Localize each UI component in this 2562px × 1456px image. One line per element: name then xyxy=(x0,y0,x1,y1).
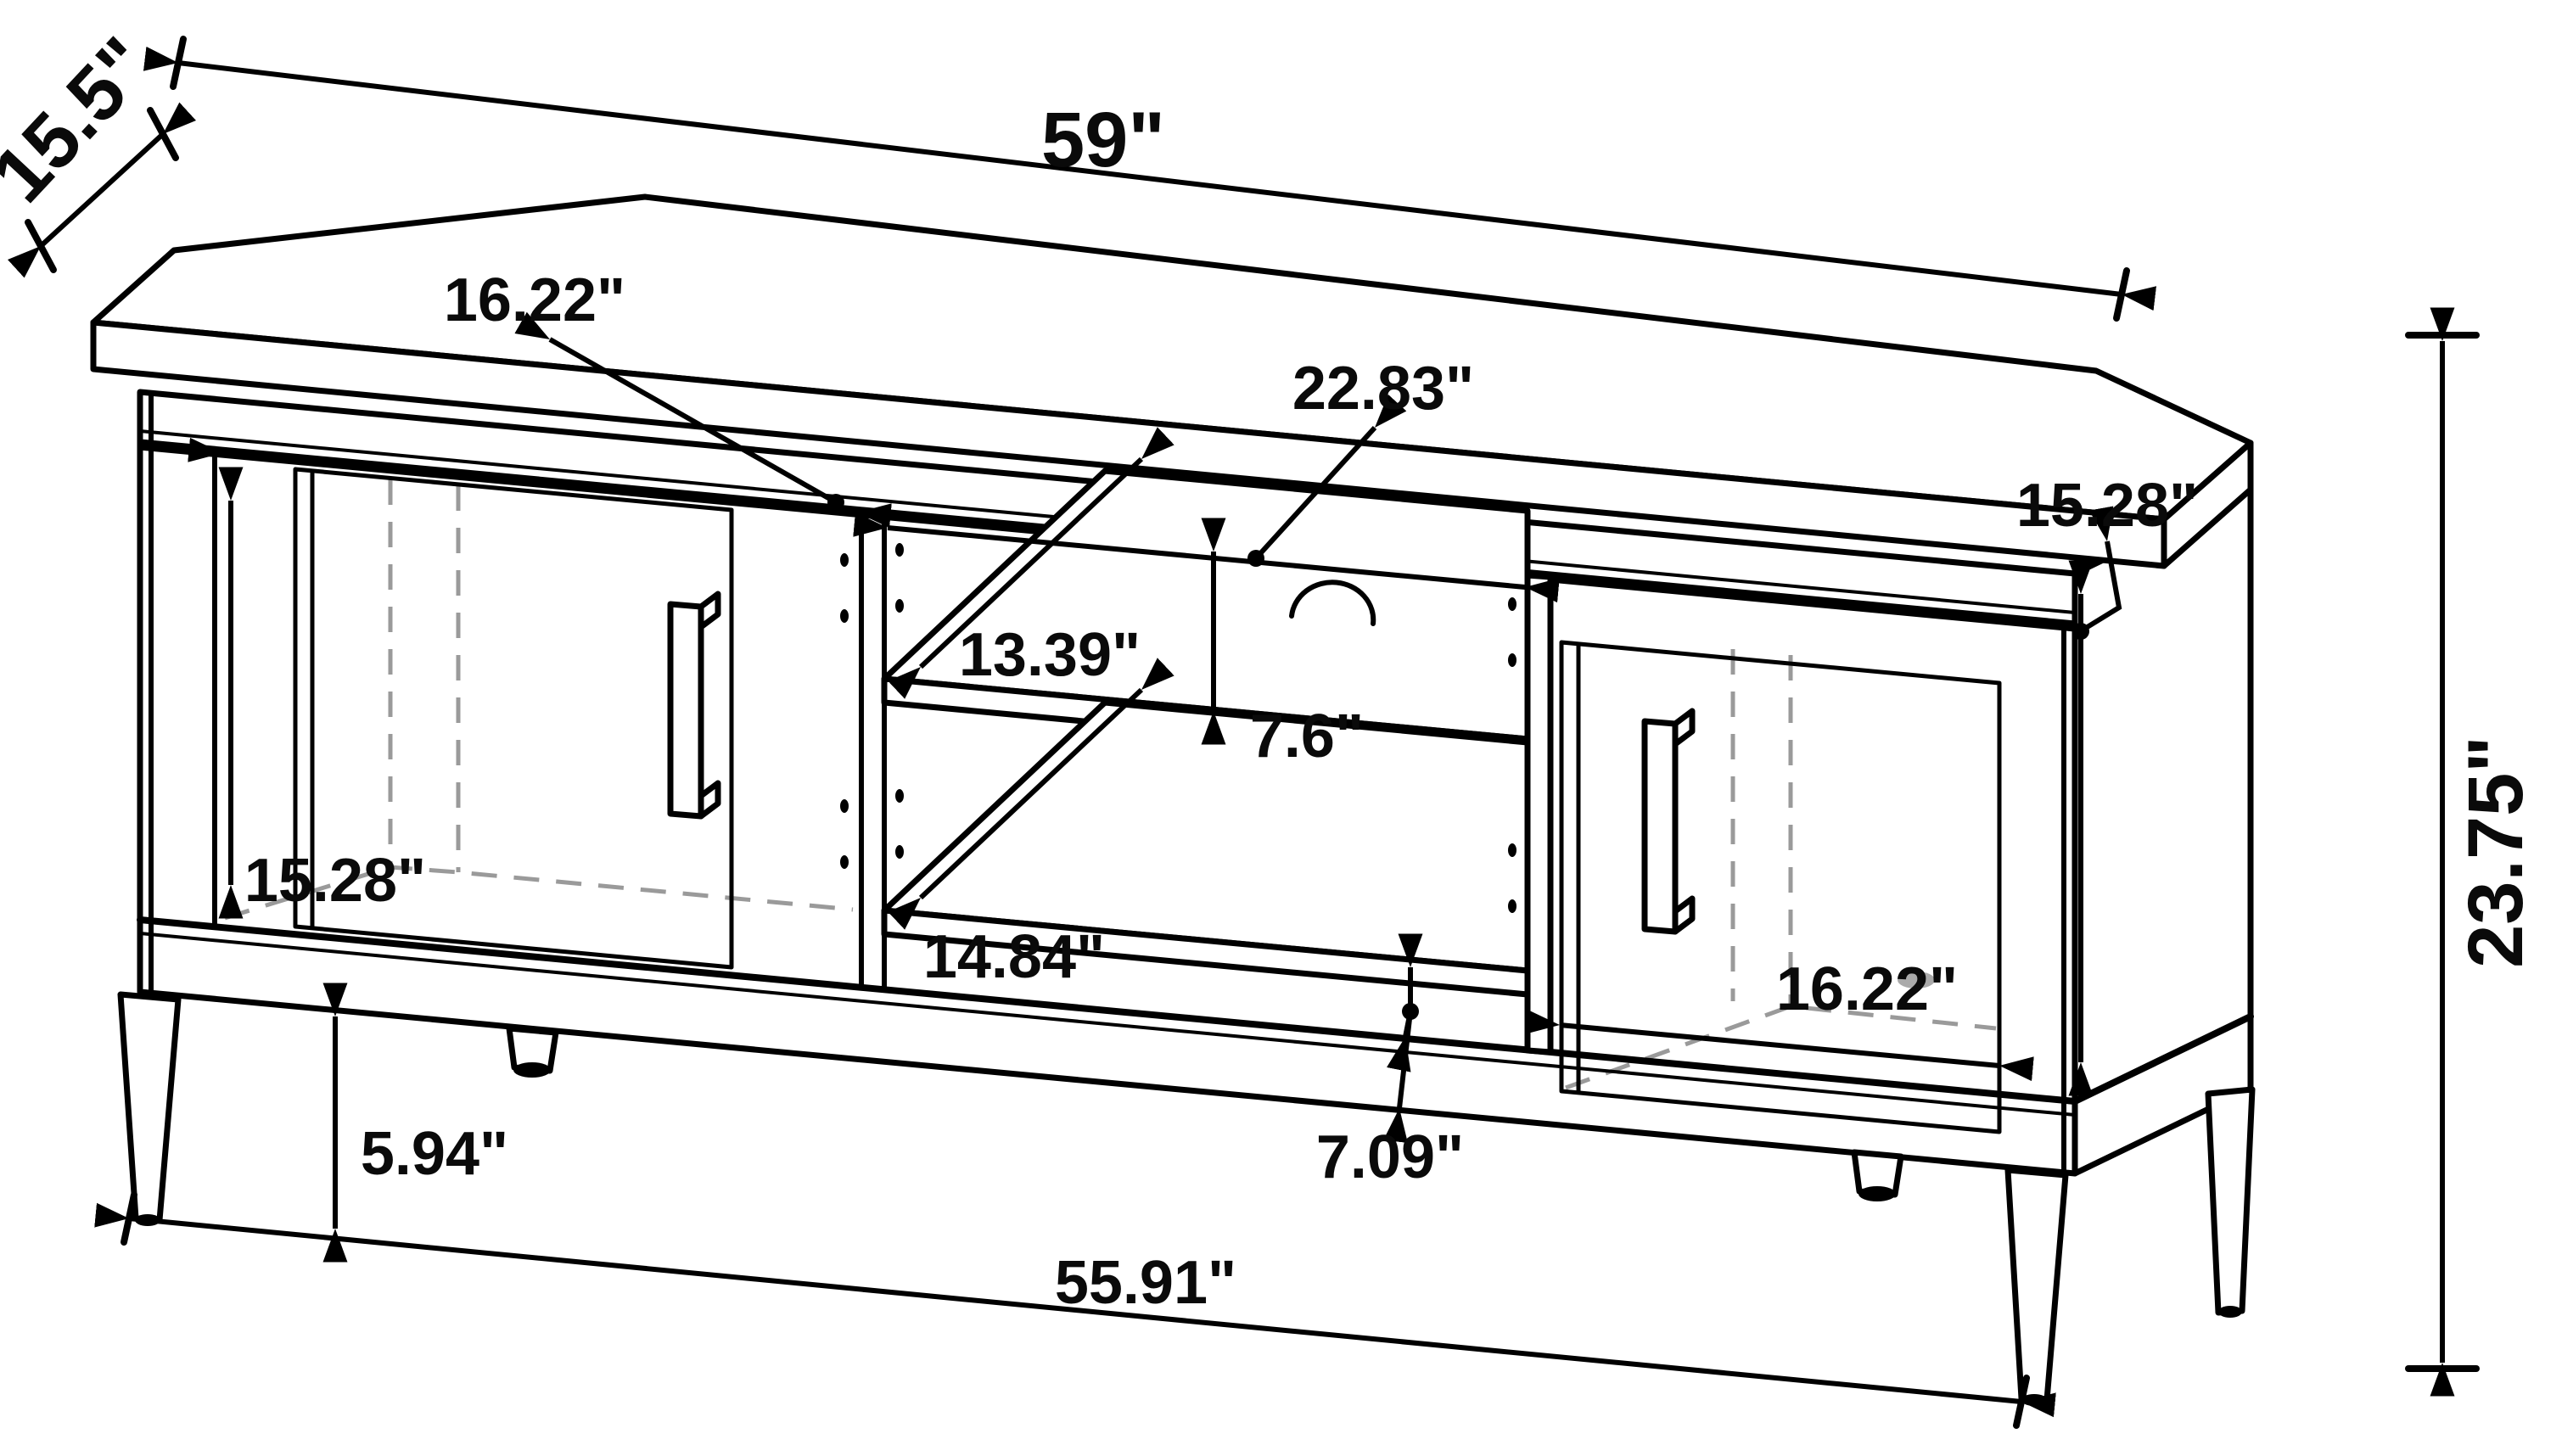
pin-hole xyxy=(1508,597,1516,611)
dimension-overall-height: 23.75" xyxy=(2405,307,2539,1397)
rear-right-leg xyxy=(2205,1086,2256,1316)
center-right-leg-foot xyxy=(1858,1186,1896,1201)
floor-grommet xyxy=(1898,972,1935,988)
dimension-bottom-clearance-height: 7.09" xyxy=(1316,933,1464,1191)
left-door-handle xyxy=(667,601,704,820)
dim-line xyxy=(188,437,892,529)
pin-hole xyxy=(840,799,849,813)
pin-hole xyxy=(1508,899,1516,913)
dim-label-overall-height: 23.75" xyxy=(2453,736,2539,968)
dimension-right-opening-width: 16.22" xyxy=(1525,955,2034,1082)
dim-label-shelf-clearance-height: 7.6" xyxy=(1250,703,1364,770)
dim-label-right-opening-width: 16.22" xyxy=(1776,955,1958,1023)
pin-hole xyxy=(840,609,849,623)
pin-hole xyxy=(895,845,904,859)
right-door-outline xyxy=(1559,640,2002,1134)
dimension-top-side-depth: 15.5" xyxy=(0,21,197,278)
pin-hole xyxy=(895,543,904,557)
rear-right-leg-foot xyxy=(2218,1306,2242,1318)
dim-leader-dot xyxy=(827,494,844,511)
pin-hole xyxy=(895,789,904,803)
pin-hole xyxy=(1508,653,1516,667)
dimension-base-overall-width: 55.91" xyxy=(94,1191,2056,1429)
dimension-leg-clearance-height: 5.94" xyxy=(322,983,508,1263)
dim-label-bottom-clearance-height: 7.09" xyxy=(1316,1123,1464,1191)
dim-label-center-opening-width: 22.83" xyxy=(1292,355,1474,423)
pin-hole xyxy=(840,855,849,869)
center-left-leg-foot xyxy=(513,1062,551,1078)
dimension-shelf-clearance-height: 7.6" xyxy=(1201,518,1364,770)
hidden-interior-lines xyxy=(224,479,1997,1090)
dimension-left-interior-height: 15.28" xyxy=(218,467,426,919)
dim-leader-dot xyxy=(1247,550,1264,567)
dim-leader xyxy=(1253,394,1407,561)
base-side-top-line xyxy=(2071,1013,2254,1105)
dim-label-middle-shelf-depth: 13.39" xyxy=(959,621,1141,689)
dimension-top-overall-width: 59" xyxy=(143,36,2157,322)
left-interior-floor-diagonal xyxy=(224,865,854,921)
dim-tick xyxy=(121,1191,137,1246)
dim-tick xyxy=(2113,267,2130,322)
dim-leader xyxy=(514,311,838,505)
dim-label-left-opening-width: 16.22" xyxy=(444,266,625,334)
dimension-bottom-shelf-depth: 14.84" xyxy=(888,658,1174,991)
dim-line xyxy=(888,427,1174,699)
dimension-right-side-depth: 15.28" xyxy=(2016,472,2198,1096)
front-left-leg xyxy=(117,991,182,1224)
pin-hole xyxy=(1508,843,1516,857)
dim-tick xyxy=(147,107,179,161)
dim-line xyxy=(143,46,2157,311)
dim-label-left-interior-height: 15.28" xyxy=(244,847,426,915)
dim-leader-dot xyxy=(1402,1003,1419,1020)
dim-label-leg-clearance-height: 5.94" xyxy=(361,1120,508,1188)
dim-line xyxy=(94,1202,2056,1418)
dim-tick xyxy=(170,36,187,90)
right-door-handle xyxy=(1641,718,1679,935)
dim-leader-dot xyxy=(2072,623,2089,640)
dim-extension-arrow-2 xyxy=(1383,1011,1413,1143)
carcass-right-side-face xyxy=(2071,485,2254,1177)
divider2-panel xyxy=(1524,572,1554,1056)
dim-line xyxy=(1525,1009,2034,1082)
dim-line xyxy=(888,658,1174,930)
pin-hole xyxy=(895,599,904,613)
pin-hole xyxy=(840,553,849,567)
dim-tick xyxy=(25,219,57,273)
dimension-left-opening-width: 16.22" xyxy=(188,266,892,529)
dim-label-bottom-shelf-depth: 14.84" xyxy=(923,923,1105,991)
front-right-leg xyxy=(2004,1167,2069,1403)
dim-label-top-overall-width: 59" xyxy=(1041,97,1165,183)
base-top-line-2 xyxy=(139,932,2076,1117)
dim-label-top-side-depth: 15.5" xyxy=(0,21,169,218)
dim-leader xyxy=(2084,506,2122,630)
dim-label-base-overall-width: 55.91" xyxy=(1055,1249,1236,1317)
dim-label-right-side-depth: 15.28" xyxy=(2016,472,2198,540)
dim-line xyxy=(7,102,197,278)
divider2-face xyxy=(1524,572,1554,1056)
top-panel-right-band xyxy=(2161,440,2254,569)
dim-tick xyxy=(2013,1375,2030,1429)
right-sliding-door xyxy=(1559,640,2002,1134)
